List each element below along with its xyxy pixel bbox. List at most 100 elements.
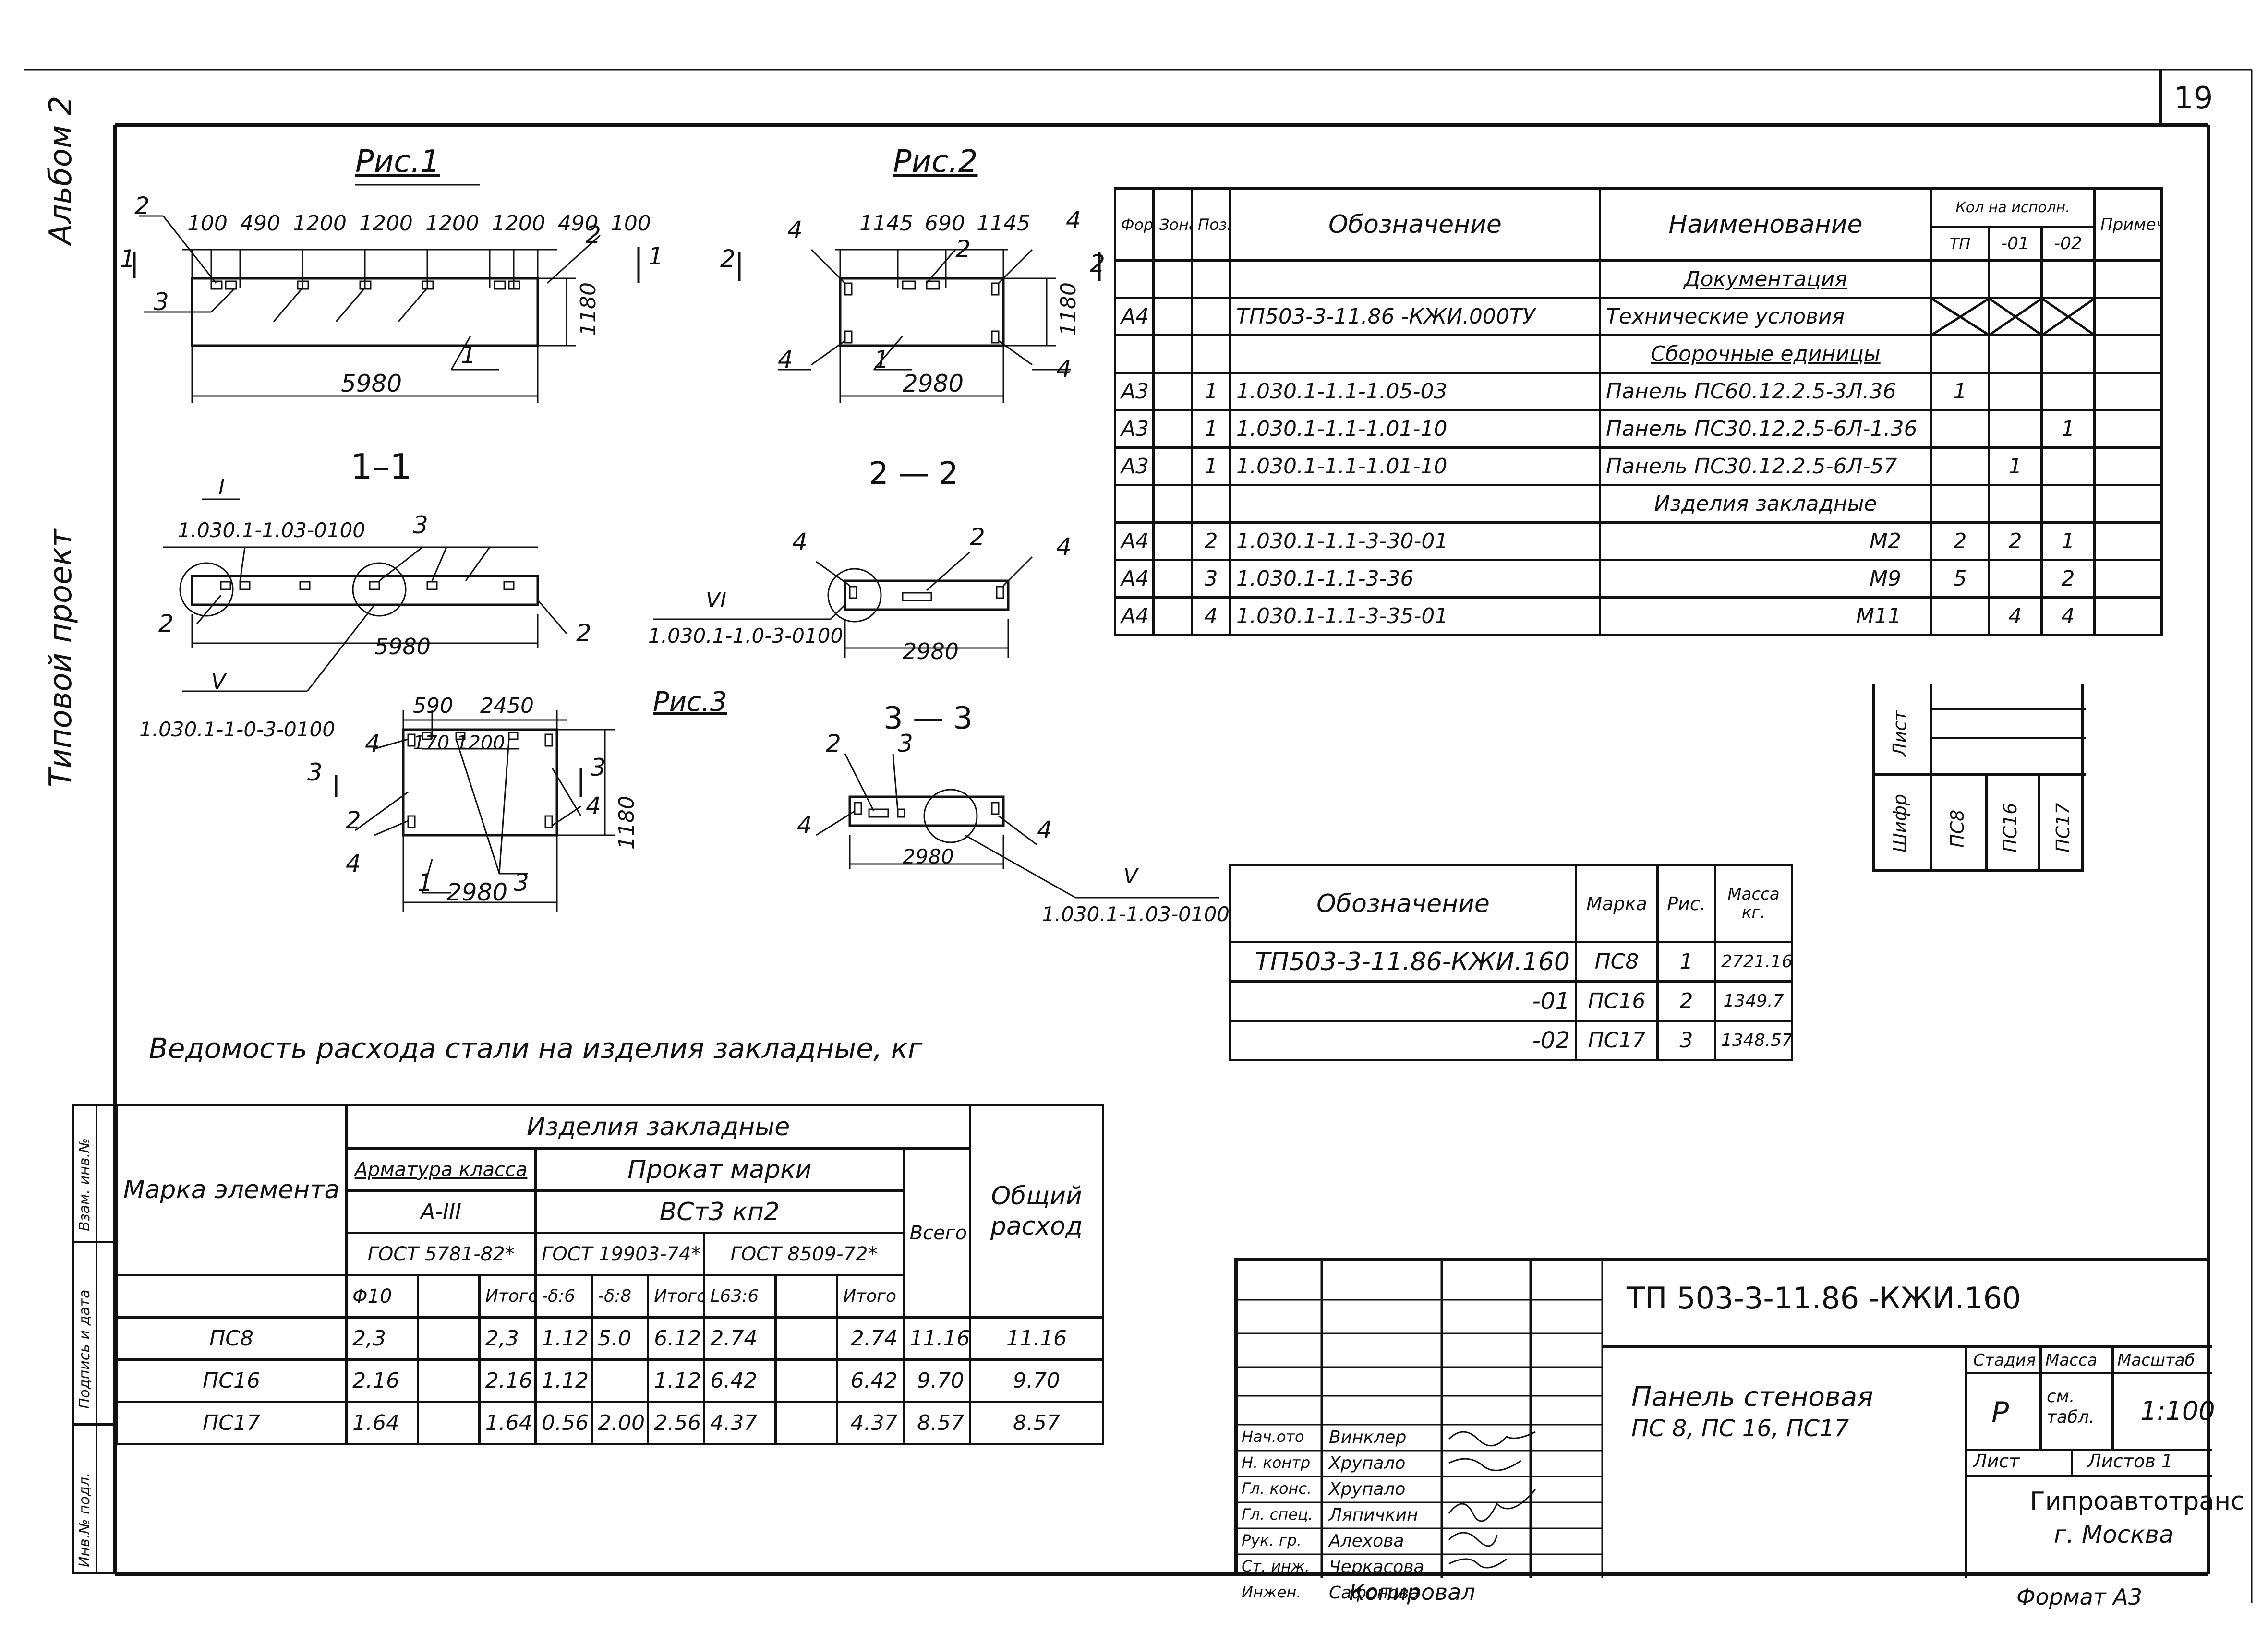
steel-sub: Итого [647,1274,706,1319]
steel-table: Марка элемента Изделия закладные Общий р… [115,1104,1104,1445]
fig1-title: Рис.1 [355,144,440,180]
steel-header-gost2: ГОСТ 8509-72* [703,1232,905,1276]
spec-row: А3 1 1.030.1-1.1-1.05-03 Панель ПС60.12.… [1114,372,2163,411]
spec-side-list: Лист [1889,710,1910,756]
spec-header-name: Наименование [1599,187,1932,262]
title-sheet: Лист [1973,1451,2020,1472]
steel-cell: 4.37 [703,1401,777,1445]
format-label: Формат А3 [2016,1584,2142,1610]
group-cell: -01 [1229,980,1577,1022]
section33-mark-4b: 4 [1037,816,1052,844]
fig2-height: 1180 [1056,282,1081,336]
spec-cell [1988,409,2043,449]
spec-cell: 1 [1191,446,1231,486]
steel-cell: 2.00 [591,1401,650,1445]
spec-cell-crossed [1988,297,2043,336]
steel-cell: 1.12 [534,1316,593,1361]
group-cell: 1 [1656,941,1716,983]
group-table: Обозначение Марка Рис. Масса кг. ТП503-3… [1229,864,1793,1061]
stamp-replace: Взам. инв.№ [76,1138,93,1231]
steel-cell: 6.42 [703,1358,777,1403]
section11-title: 1–1 [350,446,412,487]
stamp-sign: Подпись и дата [76,1289,93,1409]
person-name: Сафонова [1329,1583,1420,1603]
fig3-mark-4: 4 [365,730,380,757]
spec-header-qty-01: -01 [1988,226,2043,262]
spec-cell [1930,596,1990,636]
group-cell: ТП503-3-11.86-КЖИ.160 [1229,941,1577,983]
title-org: Гипроавтотранс [2030,1487,2244,1516]
figure-geometry [133,215,1219,912]
dim: 1200 [425,211,479,236]
spec-cell: А3 [1114,372,1155,411]
spec-section-embedded: Изделия закладные [1599,484,1932,524]
spec-cell: 2 [1930,521,1990,561]
steel-cell: 5.0 [591,1316,650,1361]
title-subtitle: ПС 8, ПС 16, ПС17 [1631,1415,1849,1442]
steel-sub [417,1274,481,1319]
steel-cell: ПС16 [115,1358,348,1403]
spec-cell: М9 [1599,559,1932,599]
steel-cell: 8.57 [902,1401,972,1445]
steel-sub [774,1274,839,1319]
section11-callout-V-ref: 1.030.1-1-0-3-0100 [139,718,335,741]
spec-side-code-2: ПС17 [2052,803,2074,852]
steel-cell [774,1358,839,1403]
spec-cell: А4 [1114,596,1155,636]
group-header-fig: Рис. [1656,864,1716,943]
steel-sub: Итого [836,1274,905,1319]
spec-cell: А4 [1114,521,1155,561]
cut-label-3b: 3 [591,754,606,781]
dim: 1200 [491,211,545,236]
steel-cell [417,1358,481,1403]
title-stage-header: Стадия [1973,1351,2036,1370]
spec-cell [1988,559,2043,599]
role: Нач.ото [1242,1428,1304,1446]
steel-cell: 6.12 [647,1316,706,1361]
steel-sub: Φ10 [345,1274,420,1319]
left-stamp-strip: Инв.№ подл. Подпись и дата Взам. инв.№ [72,1104,115,1574]
steel-cell: 1.12 [647,1358,706,1403]
spec-cell: 3 [1191,559,1231,599]
fig3-length: 2980 [446,878,508,906]
section33-title: 3 — 3 [883,701,973,736]
section11-callout-V: V [211,670,226,694]
fig1-top-dims: 100 490 1200 1200 1200 1200 490 100 [187,211,651,236]
section22-callout-VI: VI [706,588,727,612]
section22-mark-4: 4 [792,528,808,556]
fig1-height: 1180 [576,282,601,336]
cut-label-2: 2 [720,245,736,273]
group-cell: ПС17 [1575,1020,1659,1061]
spec-cell: 1 [1930,372,1990,411]
title-scale: 1:100 [2140,1396,2215,1426]
steel-cell: 2.74 [836,1316,905,1361]
fig3-mark-4c: 4 [586,792,601,820]
spec-cell: А4 [1114,297,1155,336]
spec-header-note: Примечание [2093,187,2163,262]
steel-cell: 8.57 [969,1401,1104,1445]
section33-mark-4: 4 [797,811,812,839]
spec-cell: 1.030.1-1.1-1.05-03 [1229,372,1601,411]
role: Гл. спец. [1242,1505,1313,1524]
steel-cell: 9.70 [902,1358,972,1403]
steel-cell: 2.16 [478,1358,537,1403]
specification-table: Формат Зона Поз. Обозначение Наименовани… [1114,187,2163,636]
spec-cell [1988,372,2043,411]
fig3-title: Рис.3 [653,686,727,718]
fig3-mark-4b: 4 [346,850,361,877]
spec-row: А4 3 1.030.1-1.1-3-36 М9 5 2 [1114,559,2163,599]
cut-label-1b: 1 [648,242,664,270]
spec-cell [1930,446,1990,486]
steel-cell [774,1401,839,1445]
role: Гл. конс. [1242,1479,1312,1498]
spec-cell: 5 [1930,559,1990,599]
steel-cell: 9.70 [969,1358,1104,1403]
spec-cell: 1.030.1-1.1-3-30-01 [1229,521,1601,561]
spec-header-format: Формат [1114,187,1155,262]
spec-cell [2040,446,2096,486]
spec-cell: Панель ПС30.12.2.5-6Л-57 [1599,446,1932,486]
steel-cell: 11.16 [969,1316,1104,1361]
spec-cell: А3 [1114,409,1155,449]
steel-header-rebar-class: А-III [345,1189,537,1234]
